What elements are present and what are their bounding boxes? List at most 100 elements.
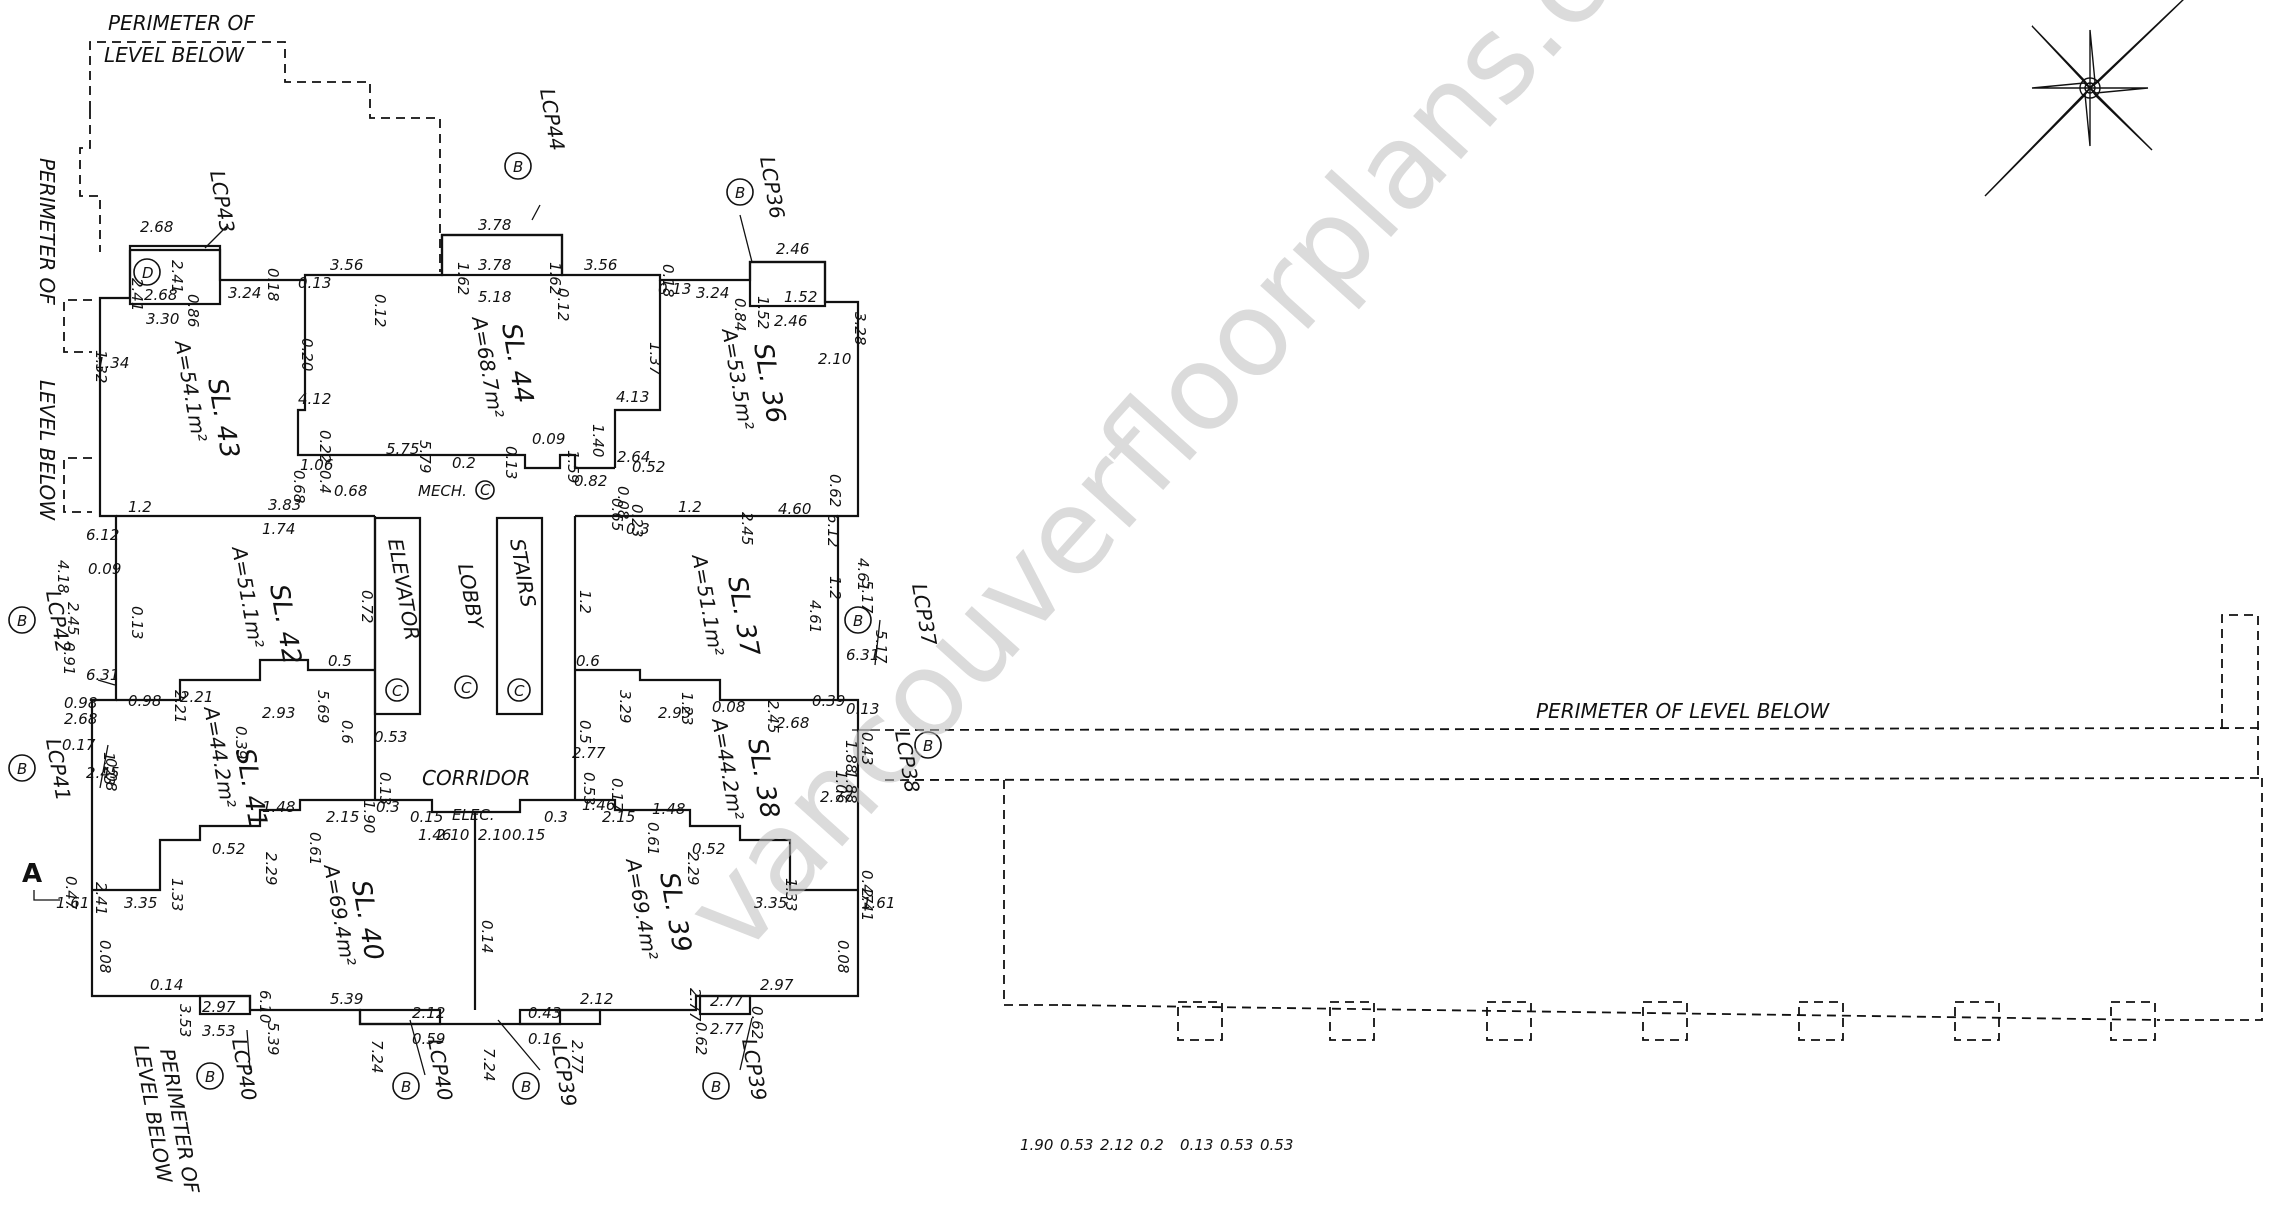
dimension-label: 0.16 bbox=[528, 1030, 561, 1048]
dimension-label: 0.13 bbox=[502, 446, 520, 479]
dimension-label: 2.77 bbox=[572, 744, 606, 762]
dimension-label: 6.12 bbox=[86, 526, 119, 544]
dimension-label: 2.77 bbox=[710, 1020, 744, 1038]
dimension-label: 0.53 bbox=[1220, 1136, 1253, 1154]
common-mark: C bbox=[514, 682, 525, 700]
leader-lines bbox=[33, 204, 881, 1076]
perimeter-top-line1: PERIMETER OF bbox=[108, 11, 255, 35]
lcp-label: LCP36 bbox=[755, 155, 790, 221]
dimension-label: 1.88 bbox=[842, 770, 860, 803]
dimension-label: 4.13 bbox=[616, 388, 649, 406]
dimension-label: 2.46 bbox=[774, 312, 807, 330]
north-arrow-icon bbox=[1984, 0, 2184, 197]
dimension-label: 0.98 bbox=[64, 694, 97, 712]
dimension-label: 1.32 bbox=[92, 350, 110, 383]
dimension-label: 2.41 bbox=[92, 882, 110, 915]
dimension-label: 0.23 bbox=[628, 504, 646, 537]
dimension-label: 2.15 bbox=[602, 808, 635, 826]
unit-area: A=51.1m² bbox=[227, 543, 269, 650]
dimension-label: 0.13 bbox=[376, 772, 394, 805]
dimension-label: 2.97 bbox=[202, 998, 236, 1016]
section-marker: A bbox=[22, 859, 42, 889]
perimeter-left-line1: PERIMETER OF bbox=[35, 158, 59, 305]
dimension-label: 2.41 bbox=[128, 278, 146, 311]
dimension-label: 1.2 bbox=[826, 576, 844, 600]
dimension-label: 0.65 bbox=[608, 498, 626, 531]
dimension-label: 0.08 bbox=[614, 486, 632, 519]
dimension-label: 0.13 bbox=[128, 606, 146, 639]
dimension-label: 0.3 bbox=[376, 798, 400, 816]
dimension-label: 3.53 bbox=[202, 1022, 235, 1040]
dimension-label: 6.31 bbox=[86, 666, 119, 684]
dimension-label: 0.53 bbox=[1260, 1136, 1293, 1154]
dimension-label: 1.48 bbox=[652, 800, 685, 818]
dimension-label: 0.68 bbox=[334, 482, 367, 500]
dimension-label: 1.23 bbox=[678, 692, 696, 725]
marker-letter: B bbox=[853, 612, 863, 630]
dimension-label: 0.39 bbox=[232, 726, 250, 759]
lcp-label: LCP44 bbox=[535, 87, 570, 153]
unit-area: A=51.1m² bbox=[687, 551, 729, 658]
dimension-label: 3.78 bbox=[478, 216, 511, 234]
dimension-label: 5.17 bbox=[858, 580, 876, 614]
dimension-label: 0.13 bbox=[1180, 1136, 1213, 1154]
dimension-label: 1.52 bbox=[754, 296, 772, 329]
dimension-label: 5.17 bbox=[872, 630, 890, 664]
dimension-label: 5.79 bbox=[416, 440, 434, 473]
dimension-label: 0.13 bbox=[846, 700, 879, 718]
dimension-label: 0.08 bbox=[102, 758, 120, 791]
dimension-label: 0.61 bbox=[306, 832, 324, 865]
dimension-label: 6.12 bbox=[824, 514, 842, 547]
dimension-label: 0.52 bbox=[212, 840, 245, 858]
dimension-label: 1.52 bbox=[784, 288, 817, 306]
dimension-label: 2.10 bbox=[818, 350, 851, 368]
dimension-label: 0.08 bbox=[834, 940, 852, 973]
dimension-label: 1.74 bbox=[262, 520, 295, 538]
lcp-label: LCP39 bbox=[737, 1037, 772, 1103]
dimension-label: 0.5 bbox=[576, 720, 594, 744]
dimension-label: 0.13 bbox=[298, 274, 331, 292]
marker-letters: D B B B B B B B B B B bbox=[17, 158, 933, 1096]
marker-letter: B bbox=[513, 158, 523, 176]
dimension-label: 1.90 bbox=[1020, 1136, 1053, 1154]
dimension-label: 0.68 bbox=[290, 470, 308, 503]
common-mark: C bbox=[392, 682, 403, 700]
marker-letter: B bbox=[711, 1078, 721, 1096]
dimension-label: 0.14 bbox=[150, 976, 183, 994]
dimension-label: 4.60 bbox=[778, 500, 811, 518]
marker-letter: B bbox=[923, 737, 933, 755]
dimension-label: 2.29 bbox=[262, 852, 280, 885]
dimension-label: 2.29 bbox=[684, 852, 702, 885]
dimension-label: 2.77 bbox=[710, 992, 744, 1010]
dimension-label: 3.35 bbox=[124, 894, 157, 912]
dimension-label: 0.12 bbox=[371, 294, 389, 327]
dimension-label: 1.2 bbox=[678, 498, 702, 516]
dimension-label: 5.39 bbox=[264, 1022, 282, 1055]
dimension-label: 2.64 bbox=[617, 448, 650, 466]
dimension-label: 0.52 bbox=[632, 458, 665, 476]
dimension-label: 0.86 bbox=[184, 294, 202, 327]
dimension-label: 0.14 bbox=[478, 920, 496, 953]
dimension-label: 2.68 bbox=[64, 710, 97, 728]
dimension-label: 2.41 bbox=[858, 888, 876, 921]
dimension-label: 2.21 bbox=[171, 690, 189, 723]
dimension-label: 5.39 bbox=[330, 990, 363, 1008]
unit-area: A=44.2m² bbox=[707, 715, 749, 822]
dimension-label: 0.59 bbox=[412, 1030, 445, 1048]
dimension-label: 3.35 bbox=[754, 894, 787, 912]
marker-letter: B bbox=[17, 612, 27, 630]
dimension-label: 0.62 bbox=[748, 1006, 766, 1039]
unit-area: A=53.5m² bbox=[717, 325, 759, 432]
dimension-label: 0.82 bbox=[574, 472, 607, 490]
dimension-label: 2.77 bbox=[820, 788, 854, 806]
dimension-label: 0.2 bbox=[452, 454, 476, 472]
dimension-label: 7.24 bbox=[480, 1048, 498, 1081]
dimension-label: 1.46 bbox=[418, 826, 451, 844]
dimension-label: 2.12 bbox=[412, 1004, 445, 1022]
dimension-label: 0.13 bbox=[658, 280, 691, 298]
dimension-label: 0.22 bbox=[316, 430, 334, 463]
lcp-label: LCP43 bbox=[205, 169, 240, 235]
dimension-label: 0.43 bbox=[858, 732, 876, 765]
dimension-label: 3.78 bbox=[478, 256, 511, 274]
